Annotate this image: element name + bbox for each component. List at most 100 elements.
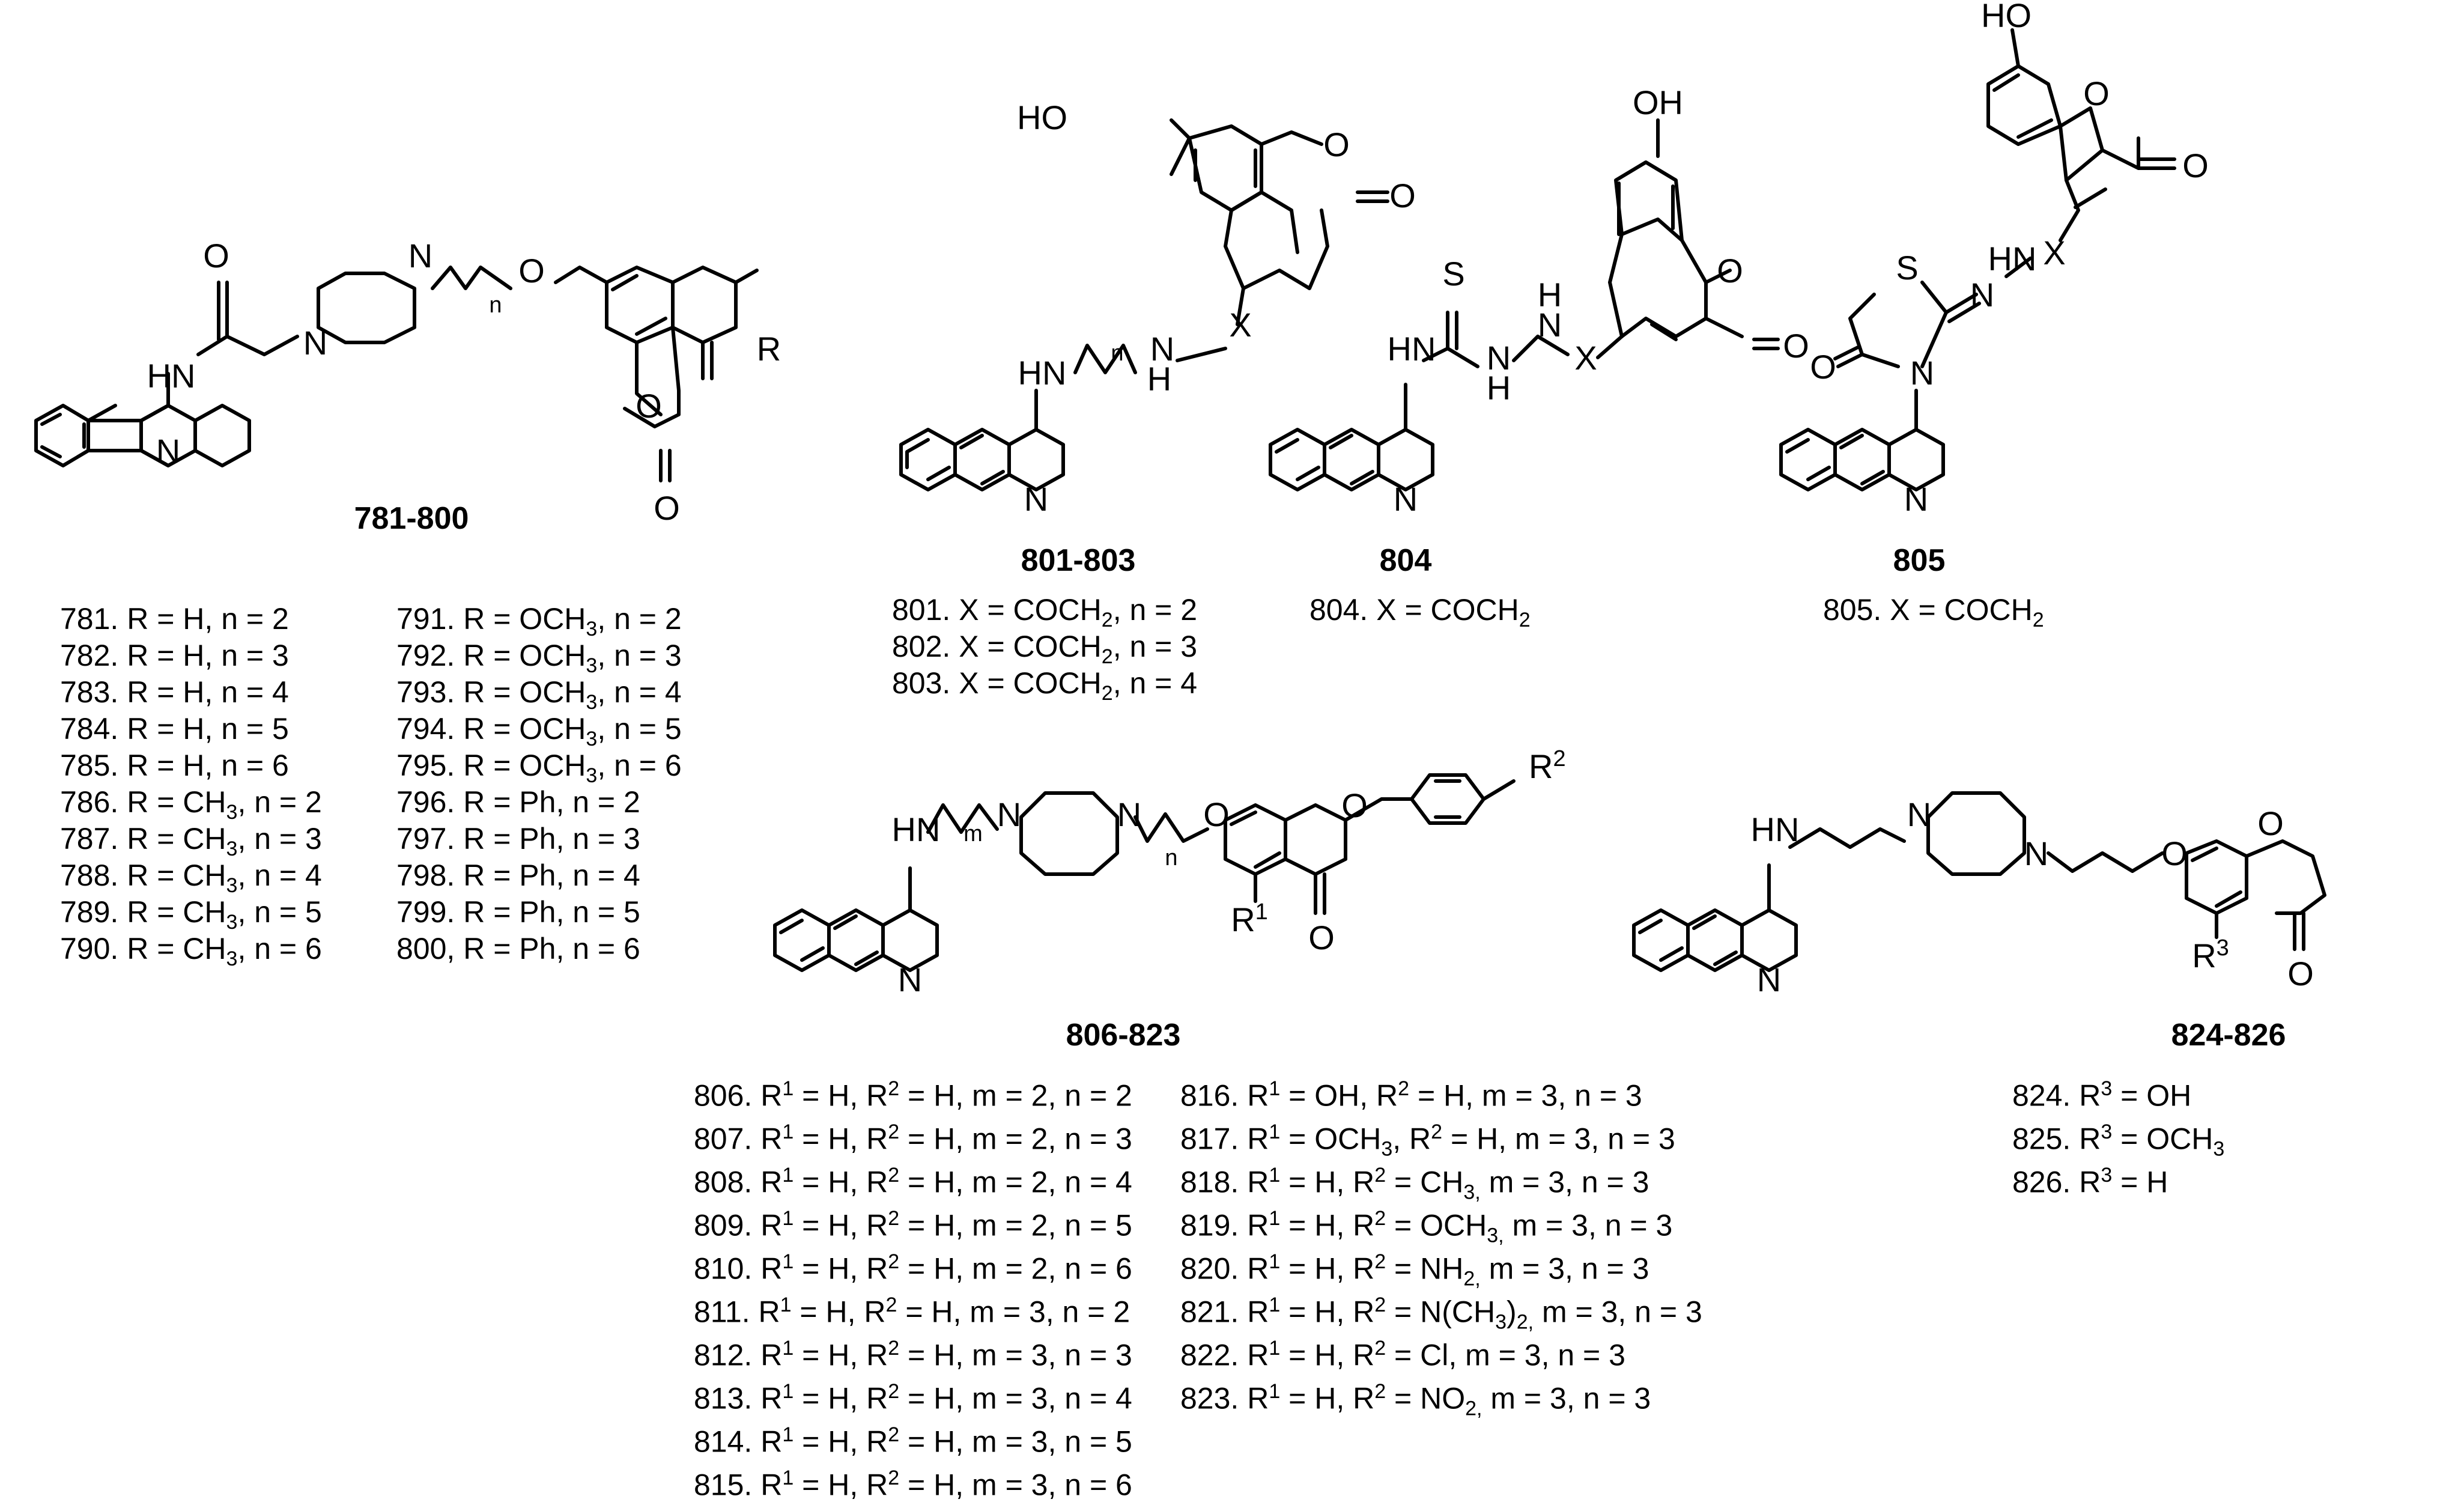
atom-x: X: [1574, 339, 1597, 377]
atom-n-ring: N: [1757, 961, 1781, 999]
atom-o-carbonyl: O: [654, 489, 680, 527]
atom-n: N: [1487, 339, 1511, 377]
legend-entry-806-series: 809. R1 = H, R2 = H, m = 2, n = 5: [694, 1207, 1132, 1242]
atom-oh: OH: [1633, 84, 1683, 121]
legend-entry-806-series: 822. R1 = H, R2 = Cl, m = 3, n = 3: [1180, 1337, 1625, 1372]
atom-h: H: [1147, 360, 1171, 398]
structure-804: HN N S N H H N X OH O O 804: [1269, 84, 1809, 578]
group-label-805: 805: [1893, 543, 1946, 578]
legend-entry-806-series: 813. R1 = H, R2 = H, m = 3, n = 4: [694, 1380, 1132, 1415]
legend-entry-781-series: 795. R = OCH3, n = 6: [396, 749, 682, 787]
legend-entry-806-series: 819. R1 = H, R2 = OCH3, m = 3, n = 3: [1180, 1207, 1673, 1247]
legend-entry-806-series: 821. R1 = H, R2 = N(CH3)2, m = 3, n = 3: [1180, 1294, 1702, 1334]
atom-n: N: [1538, 306, 1562, 344]
atom-o-carbonyl: O: [2287, 955, 2314, 993]
legend-entry-781-series: 792. R = OCH3, n = 3: [396, 639, 682, 677]
atom-x: X: [2043, 234, 2065, 272]
legend-entry-806-series: 823. R1 = H, R2 = NO2, m = 3, n = 3: [1180, 1380, 1651, 1420]
atom-h: H: [1538, 276, 1562, 314]
atom-n-piperazine: N: [997, 795, 1021, 833]
atom-o-ring: O: [636, 387, 662, 425]
atom-n-piperazine-2: N: [1117, 795, 1141, 833]
atom-o-ring: O: [2083, 74, 2110, 112]
atom-n-subscript: n: [1111, 341, 1123, 366]
structure-805: N N O S N HN X HO O O 805: [1779, 0, 2209, 578]
legend-entry-801-series: 803. X = COCH2, n = 4: [892, 666, 1198, 705]
atom-hn: HN: [1751, 810, 1800, 848]
atom-o-carbonyl: O: [1783, 327, 1809, 365]
atom-n: N: [1970, 276, 1994, 314]
structure-801-803: HN N n N H X HO O O 801-803: [899, 99, 1416, 578]
legend-entry-806-series: 817. R1 = OCH3, R2 = H, m = 3, n = 3: [1180, 1120, 1675, 1161]
atom-o-carbonyl: O: [1308, 919, 1335, 956]
legend-entry-781-series: 782. R = H, n = 3: [60, 639, 289, 672]
atom-n-piperazine-2: N: [2024, 835, 2048, 872]
atom-ho: HO: [1017, 99, 1067, 136]
atom-r1: R1: [1231, 899, 1268, 938]
legend-entry-781-series: 793. R = OCH3, n = 4: [396, 675, 682, 714]
legend-entry-781-series: 781. R = H, n = 2: [60, 602, 289, 636]
atom-hn: HN: [1988, 240, 2037, 278]
legend-entry-804: 804. X = COCH2: [1309, 593, 1531, 631]
legend-entry-801-series: 802. X = COCH2, n = 3: [892, 630, 1198, 668]
group-label-824-826: 824-826: [2171, 1018, 2286, 1053]
atom-h: H: [1487, 369, 1511, 407]
legend-entry-781-series: 791. R = OCH3, n = 2: [396, 602, 682, 640]
legend-entry-781-series: 787. R = CH3, n = 3: [60, 822, 322, 860]
legend-entry-781-series: 797. R = Ph, n = 3: [396, 822, 640, 856]
atom-o-ether: O: [1203, 795, 1230, 833]
legend-entry-781-series: 786. R = CH3, n = 2: [60, 785, 322, 824]
atom-o-ring: O: [2257, 804, 2284, 842]
atom-x: X: [1229, 306, 1251, 344]
legend-entry-806-series: 815. R1 = H, R2 = H, m = 3, n = 6: [694, 1467, 1132, 1502]
atom-o-carbonyl: O: [1810, 348, 1836, 386]
atom-n-subscript: n: [1165, 845, 1177, 871]
group-label-806-823: 806-823: [1066, 1018, 1181, 1053]
legend-entry-806-series: 807. R1 = H, R2 = H, m = 2, n = 3: [694, 1120, 1132, 1156]
legend-entry-806-series: 818. R1 = H, R2 = CH3, m = 3, n = 3: [1180, 1164, 1649, 1204]
atom-n: N: [1150, 330, 1174, 368]
atom-n-piperazine: N: [303, 324, 327, 362]
legend-entry-806-series: 814. R1 = H, R2 = H, m = 3, n = 5: [694, 1423, 1132, 1459]
legend-entry-781-series: 785. R = H, n = 6: [60, 749, 289, 782]
legend-entry-781-series: 784. R = H, n = 5: [60, 712, 289, 746]
legend-entry-781-series: 798. R = Ph, n = 4: [396, 859, 640, 892]
atom-n-subscript: n: [489, 293, 502, 318]
atom-n-ring: N: [1904, 480, 1928, 518]
atom-n-piperazine: N: [1907, 795, 1931, 833]
structure-781-800: HN N O N N O n R O O 781-800: [34, 237, 781, 536]
atom-o-ring: O: [1323, 126, 1350, 163]
atom-n-ring: N: [156, 432, 180, 470]
legend-entry-806-series: 810. R1 = H, R2 = H, m = 2, n = 6: [694, 1250, 1132, 1286]
atom-o-carbonyl: O: [1389, 177, 1416, 214]
atom-hn: HN: [1018, 354, 1067, 392]
legend-entry-805: 805. X = COCH2: [1823, 593, 2044, 631]
legend-entry-781-series: 783. R = H, n = 4: [60, 675, 289, 709]
legend-entry-781-series: 794. R = OCH3, n = 5: [396, 712, 682, 750]
legend-entry-806-series: 816. R1 = OH, R2 = H, m = 3, n = 3: [1180, 1077, 1642, 1113]
atom-o-ether: O: [2161, 835, 2188, 872]
group-label-804: 804: [1380, 543, 1432, 578]
legend-entry-824-series: 826. R3 = H: [2012, 1164, 2168, 1199]
atom-r: R: [757, 330, 781, 368]
legend-entry-781-series: 788. R = CH3, n = 4: [60, 859, 322, 897]
legend-entry-806-series: 812. R1 = H, R2 = H, m = 3, n = 3: [694, 1337, 1132, 1372]
atom-o-ether: O: [518, 252, 545, 290]
legend-entry-781-series: 789. R = CH3, n = 5: [60, 895, 322, 934]
legend-entry-824-series: 824. R3 = OH: [2012, 1077, 2192, 1113]
atom-o-carbonyl-2: O: [2182, 147, 2209, 184]
atom-o-amide: O: [203, 237, 229, 275]
atom-ho: HO: [1981, 0, 2032, 34]
atom-hn: HN: [892, 810, 941, 848]
legend-entry-781-series: 799. R = Ph, n = 5: [396, 895, 640, 929]
structure-824-826: HN N N N O O O R3 824-826: [1632, 791, 2326, 1053]
legend-entry-806-series: 808. R1 = H, R2 = H, m = 2, n = 4: [694, 1164, 1132, 1199]
atom-o-ring: O: [1341, 786, 1368, 824]
atom-s: S: [1442, 255, 1464, 293]
group-label-781-800: 781-800: [354, 501, 469, 536]
atom-hn: HN: [1388, 330, 1436, 368]
legend-entry-806-series: 820. R1 = H, R2 = NH2, m = 3, n = 3: [1180, 1250, 1649, 1291]
legend-entry-801-series: 801. X = COCH2, n = 2: [892, 593, 1198, 631]
group-label-801-803: 801-803: [1021, 543, 1136, 578]
